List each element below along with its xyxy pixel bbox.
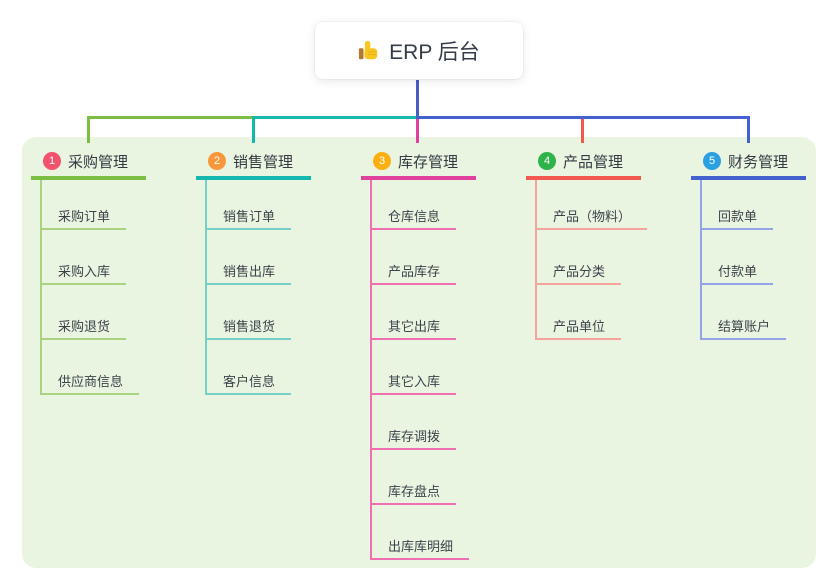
child-label: 供应商信息 bbox=[58, 374, 124, 389]
branch-finance: 5 财务管理 回款单 付款单 结算账户 bbox=[691, 146, 806, 340]
child-label: 客户信息 bbox=[223, 374, 276, 389]
child-label: 回款单 bbox=[718, 209, 758, 224]
root-node[interactable]: ERP 后台 bbox=[315, 22, 523, 79]
child-node[interactable]: 产品库存 bbox=[372, 230, 457, 285]
child-label: 结算账户 bbox=[718, 319, 771, 334]
branch-badge: 5 bbox=[703, 152, 721, 170]
connector-drop-branch4 bbox=[581, 119, 584, 143]
branch-badge: 4 bbox=[538, 152, 556, 170]
child-label: 销售订单 bbox=[223, 209, 276, 224]
child-label: 采购入库 bbox=[58, 264, 111, 279]
child-node[interactable]: 销售退货 bbox=[207, 285, 292, 340]
thumbs-up-icon bbox=[358, 40, 380, 62]
branch-finance-children: 回款单 付款单 结算账户 bbox=[700, 180, 787, 340]
branch-label: 库存管理 bbox=[398, 153, 459, 171]
branch-inventory: 3 库存管理 仓库信息 产品库存 其它出库 其它入库 库存调拨 库存盘点 出库库… bbox=[361, 146, 476, 560]
child-label: 出库库明细 bbox=[388, 539, 454, 554]
branch-inventory-node[interactable]: 3 库存管理 bbox=[361, 146, 476, 180]
branch-purchase-children: 采购订单 采购入库 采购退货 供应商信息 bbox=[40, 180, 140, 395]
child-node[interactable]: 采购订单 bbox=[42, 180, 127, 230]
root-connector-stub bbox=[416, 80, 419, 117]
child-node[interactable]: 其它出库 bbox=[372, 285, 457, 340]
branch-sales: 2 销售管理 销售订单 销售出库 销售退货 客户信息 bbox=[196, 146, 311, 395]
branch-badge: 3 bbox=[373, 152, 391, 170]
branches-panel bbox=[22, 137, 816, 568]
child-node[interactable]: 其它入库 bbox=[372, 340, 457, 395]
child-node[interactable]: 产品分类 bbox=[537, 230, 622, 285]
child-node[interactable]: 仓库信息 bbox=[372, 180, 457, 230]
branch-sales-children: 销售订单 销售出库 销售退货 客户信息 bbox=[205, 180, 292, 395]
child-label: 库存调拨 bbox=[388, 429, 441, 444]
child-label: 产品单位 bbox=[553, 319, 606, 334]
branch-label: 销售管理 bbox=[233, 153, 294, 171]
branch-product-children: 产品（物料） 产品分类 产品单位 bbox=[535, 180, 648, 340]
child-node[interactable]: 产品单位 bbox=[537, 285, 622, 340]
child-label: 销售出库 bbox=[223, 264, 276, 279]
child-node[interactable]: 产品（物料） bbox=[537, 180, 648, 230]
child-label: 其它入库 bbox=[388, 374, 441, 389]
child-label: 产品（物料） bbox=[553, 209, 632, 224]
child-node[interactable]: 付款单 bbox=[702, 230, 774, 285]
connector-horizontal-branch2 bbox=[252, 116, 419, 119]
child-label: 产品库存 bbox=[388, 264, 441, 279]
child-label: 销售退货 bbox=[223, 319, 276, 334]
connector-drop-branch2 bbox=[252, 116, 255, 143]
branch-product-node[interactable]: 4 产品管理 bbox=[526, 146, 641, 180]
child-node[interactable]: 供应商信息 bbox=[42, 340, 140, 395]
connector-drop-branch5 bbox=[747, 116, 750, 143]
child-label: 仓库信息 bbox=[388, 209, 441, 224]
branch-sales-node[interactable]: 2 销售管理 bbox=[196, 146, 311, 180]
connector-drop-branch1 bbox=[87, 116, 90, 143]
child-node[interactable]: 采购入库 bbox=[42, 230, 127, 285]
branch-label: 采购管理 bbox=[68, 153, 129, 171]
child-node[interactable]: 结算账户 bbox=[702, 285, 787, 340]
connector-drop-branch3 bbox=[416, 119, 419, 143]
connector-horizontal-branch1 bbox=[87, 116, 253, 119]
child-node[interactable]: 库存盘点 bbox=[372, 450, 457, 505]
child-node[interactable]: 库存调拨 bbox=[372, 395, 457, 450]
child-label: 采购订单 bbox=[58, 209, 111, 224]
child-label: 付款单 bbox=[718, 264, 758, 279]
branch-label: 财务管理 bbox=[728, 153, 789, 171]
branch-purchase-node[interactable]: 1 采购管理 bbox=[31, 146, 146, 180]
child-label: 采购退货 bbox=[58, 319, 111, 334]
child-node[interactable]: 采购退货 bbox=[42, 285, 127, 340]
child-label: 库存盘点 bbox=[388, 484, 441, 499]
child-label: 产品分类 bbox=[553, 264, 606, 279]
child-node[interactable]: 销售订单 bbox=[207, 180, 292, 230]
child-node[interactable]: 销售出库 bbox=[207, 230, 292, 285]
branch-badge: 2 bbox=[208, 152, 226, 170]
child-node[interactable]: 出库库明细 bbox=[372, 505, 470, 560]
branch-inventory-children: 仓库信息 产品库存 其它出库 其它入库 库存调拨 库存盘点 出库库明细 bbox=[370, 180, 470, 560]
connector-horizontal-branch5 bbox=[416, 116, 750, 119]
branch-finance-node[interactable]: 5 财务管理 bbox=[691, 146, 806, 180]
branch-label: 产品管理 bbox=[563, 153, 624, 171]
branch-badge: 1 bbox=[43, 152, 61, 170]
child-label: 其它出库 bbox=[388, 319, 441, 334]
child-node[interactable]: 回款单 bbox=[702, 180, 774, 230]
branch-purchase: 1 采购管理 采购订单 采购入库 采购退货 供应商信息 bbox=[31, 146, 146, 395]
child-node[interactable]: 客户信息 bbox=[207, 340, 292, 395]
branch-product: 4 产品管理 产品（物料） 产品分类 产品单位 bbox=[526, 146, 648, 340]
root-title: ERP 后台 bbox=[389, 40, 480, 64]
